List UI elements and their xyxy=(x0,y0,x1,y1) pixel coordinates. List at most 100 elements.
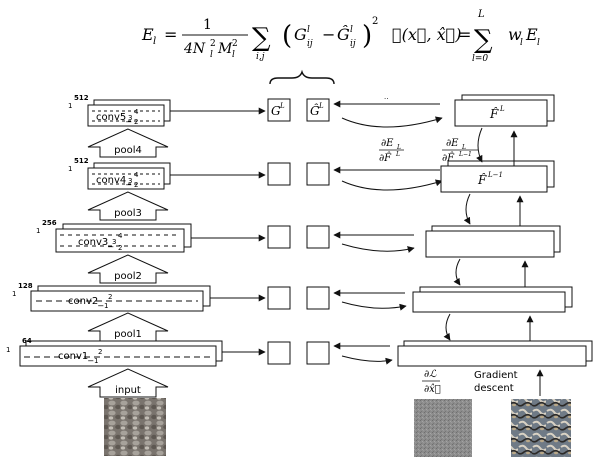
loss-sum-top: L xyxy=(477,9,485,20)
deriv2-den: ∂F̂ xyxy=(442,152,455,164)
syn-3-front xyxy=(425,230,555,258)
conv4-top-num: 512 xyxy=(74,157,89,165)
syn-2-front xyxy=(412,291,566,313)
layer-conv1: conv1_ 2 1 64 1 xyxy=(6,337,223,367)
eq-equals: = xyxy=(164,25,177,44)
eq-den-b: M xyxy=(217,41,233,57)
gram-g-4 xyxy=(267,162,291,186)
small-tick: ·· xyxy=(384,95,388,103)
conv3-idx-b: 3 xyxy=(112,238,116,246)
loss-e-sub: l xyxy=(537,38,540,48)
conv4-corner: 1 xyxy=(68,165,72,173)
input-texture-image xyxy=(104,398,166,456)
conv5-top-num: 512 xyxy=(74,94,89,102)
pool1-arrow xyxy=(87,312,169,342)
syn-down-3 xyxy=(453,258,461,286)
eq-g-sup: l xyxy=(307,25,310,35)
noise-image xyxy=(414,399,472,457)
gram-brace xyxy=(269,69,335,85)
curve-ghat2-to-syn2 xyxy=(341,301,407,311)
eq-sum-sub: i,j xyxy=(256,52,265,62)
eq-minus: − xyxy=(322,25,335,44)
conv5-label: conv5_ xyxy=(96,112,132,123)
gram-g-3 xyxy=(267,225,291,249)
pool2-arrow xyxy=(87,254,169,284)
curve-ghat3-to-syn3 xyxy=(341,243,415,253)
eq-frac-num: 1 xyxy=(203,17,212,33)
syn-fl1-label: F̂ xyxy=(477,172,487,187)
conv1-corner: 1 xyxy=(6,346,10,354)
deriv1-num: ∂E xyxy=(381,138,394,149)
eq-paren-open: ( xyxy=(282,21,292,51)
pool2-label: pool2 xyxy=(114,271,142,282)
conv3-top-num: 256 xyxy=(42,219,57,227)
gram-ghat-1 xyxy=(306,341,330,365)
gram-g-label: G xyxy=(271,104,281,118)
deriv2-num-sub: L xyxy=(461,144,466,151)
dl-den: ∂x̂⃗ xyxy=(424,384,441,395)
conv5-idx-b: 3 xyxy=(128,114,132,122)
deriv1-den: ∂F̂ xyxy=(379,152,392,164)
syn-1-front xyxy=(397,345,587,367)
style-error-equation: E l = 1 4N 2 l M 2 l ∑ i,j ( G l ij − Ĝ … xyxy=(141,16,378,62)
eq-den-b-sub: l xyxy=(232,50,235,60)
syn-fl-sup: L xyxy=(499,105,505,113)
eq-den-a-sup: 2 xyxy=(210,39,216,49)
eq-lhs-sub: l xyxy=(153,36,156,47)
pool3-label: pool3 xyxy=(114,208,142,219)
loss-w-sub: l xyxy=(520,38,523,48)
conv1-idx: 2 xyxy=(98,348,102,356)
syn-down-2 xyxy=(463,193,471,225)
layer-conv5: conv5_ 4 3 2 512 1 xyxy=(68,94,171,127)
gram-g-1 xyxy=(267,341,291,365)
eq-den-a-sub: l xyxy=(210,50,213,60)
deriv1-den-sup: L xyxy=(395,151,400,158)
gram-g-2 xyxy=(267,286,291,310)
input-arrow xyxy=(87,368,169,398)
syn-fl1-sup: L−1 xyxy=(487,171,503,179)
loss-w: w xyxy=(508,25,522,44)
pool1-label: pool1 xyxy=(114,329,142,340)
gram-ghat-5 xyxy=(306,98,330,122)
eq-ghat-sub: ij xyxy=(350,39,356,49)
conv4-idx-b: 3 xyxy=(128,177,132,185)
conv2-idx: 2 xyxy=(108,293,112,301)
conv4-idx-a: 4 xyxy=(134,171,139,179)
conv1-label: conv1_ xyxy=(58,351,94,362)
gram-ghat-2 xyxy=(306,286,330,310)
eq-den-a: 4N xyxy=(183,41,206,57)
gram-ghat-4 xyxy=(306,162,330,186)
gram-g-sup: L xyxy=(279,102,285,110)
input-label: input xyxy=(115,385,141,396)
loss-equals: = xyxy=(458,25,471,44)
gram-ghat-label: Ĝ xyxy=(310,102,320,118)
conv2-top-num: 128 xyxy=(18,282,33,290)
conv3-label: conv3_ xyxy=(78,237,114,248)
deriv2-num: ∂E xyxy=(446,138,459,149)
curve-ghat4-to-fl1 xyxy=(341,179,443,191)
conv3-idx-a: 4 xyxy=(118,232,123,240)
synthesized-texture-image xyxy=(511,399,571,457)
eq-ghat: Ĝ xyxy=(337,24,350,44)
conv3-sub: 2 xyxy=(118,244,122,252)
syn-down-1 xyxy=(476,127,483,163)
layer-conv2: conv2_ 2 1 128 1 xyxy=(12,282,211,312)
conv4-sub: 2 xyxy=(134,181,138,189)
conv2-sub: 1 xyxy=(104,302,108,310)
gradient-label-2: descent xyxy=(474,383,514,394)
eq-ghat-sup: l xyxy=(350,25,353,35)
eq-square: 2 xyxy=(372,16,378,27)
curve-ghat5-to-fl xyxy=(341,116,443,128)
eq-g-sub: ij xyxy=(307,39,313,49)
gradient-label-1: Gradient xyxy=(474,370,518,381)
conv5-sub: 2 xyxy=(134,118,138,126)
syn-fl1-front xyxy=(440,165,548,193)
layer-conv4: conv4_ 4 3 2 512 1 xyxy=(68,157,171,190)
conv4-label: conv4_ xyxy=(96,175,132,186)
gram-ghat-sup: L xyxy=(318,102,324,110)
total-loss-equation: ℒ(x⃗, x̂⃗) = L ∑ l=0 w l E l xyxy=(392,9,540,64)
loss-sum: ∑ xyxy=(474,25,493,55)
conv5-corner: 1 xyxy=(68,102,72,110)
pool4-arrow xyxy=(87,128,169,158)
